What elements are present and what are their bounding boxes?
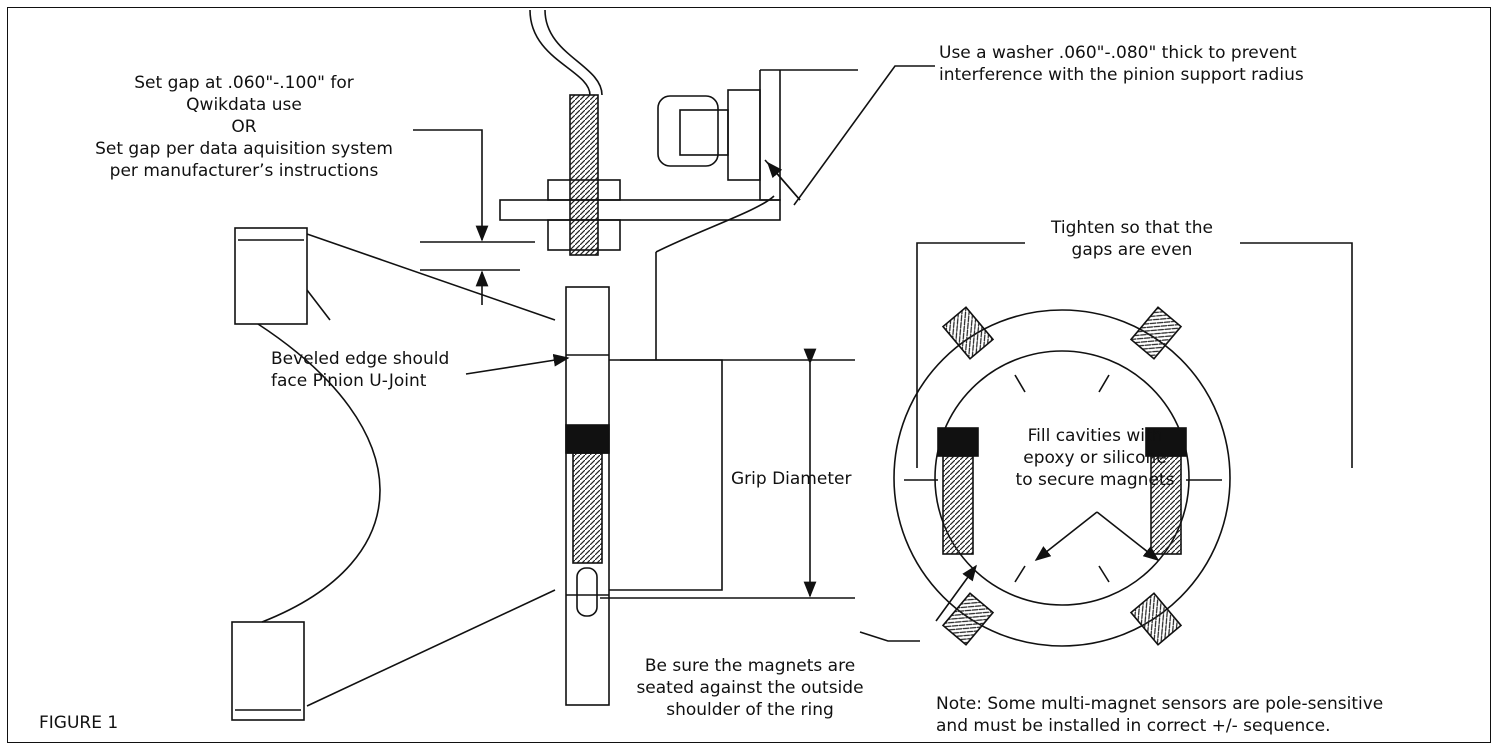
gap-indicator: [413, 129, 535, 305]
seated-leader: [859, 631, 920, 642]
magnet-ring-side: [565, 286, 610, 706]
beveled-callout: Beveled edge should face Pinion U-Joint: [271, 349, 450, 391]
washer-callout: Use a washer .060"-.080" thick to preven…: [939, 43, 1304, 85]
figure-label: FIGURE 1: [39, 713, 119, 733]
beveled-leader: [465, 353, 570, 375]
note-leader: [935, 564, 977, 622]
fill-leader-left: [1034, 511, 1098, 561]
figure-frame: [7, 7, 1491, 743]
grip-diameter-label: Grip Diameter: [731, 469, 852, 489]
seated-callout: Be sure the magnets are seated against t…: [636, 656, 864, 720]
tighten-leader-left: [916, 242, 1025, 468]
fill-callout: Fill cavities with epoxy or silicone to …: [1015, 426, 1175, 490]
tighten-callout: Tighten so that the gaps are even: [1051, 218, 1213, 260]
washer-leader: [793, 65, 935, 206]
tighten-leader-right: [1240, 242, 1353, 468]
gap-callout: Set gap at .060"-.100" for Qwikdata use …: [95, 73, 393, 181]
grip-body: [600, 195, 855, 599]
sensor-bracket: [499, 9, 858, 256]
fill-leader-right: [1096, 511, 1160, 561]
pinion-yoke: [231, 227, 556, 721]
note-callout: Note: Some multi-magnet sensors are pole…: [936, 694, 1384, 736]
magnet-ring-end: [893, 306, 1231, 647]
